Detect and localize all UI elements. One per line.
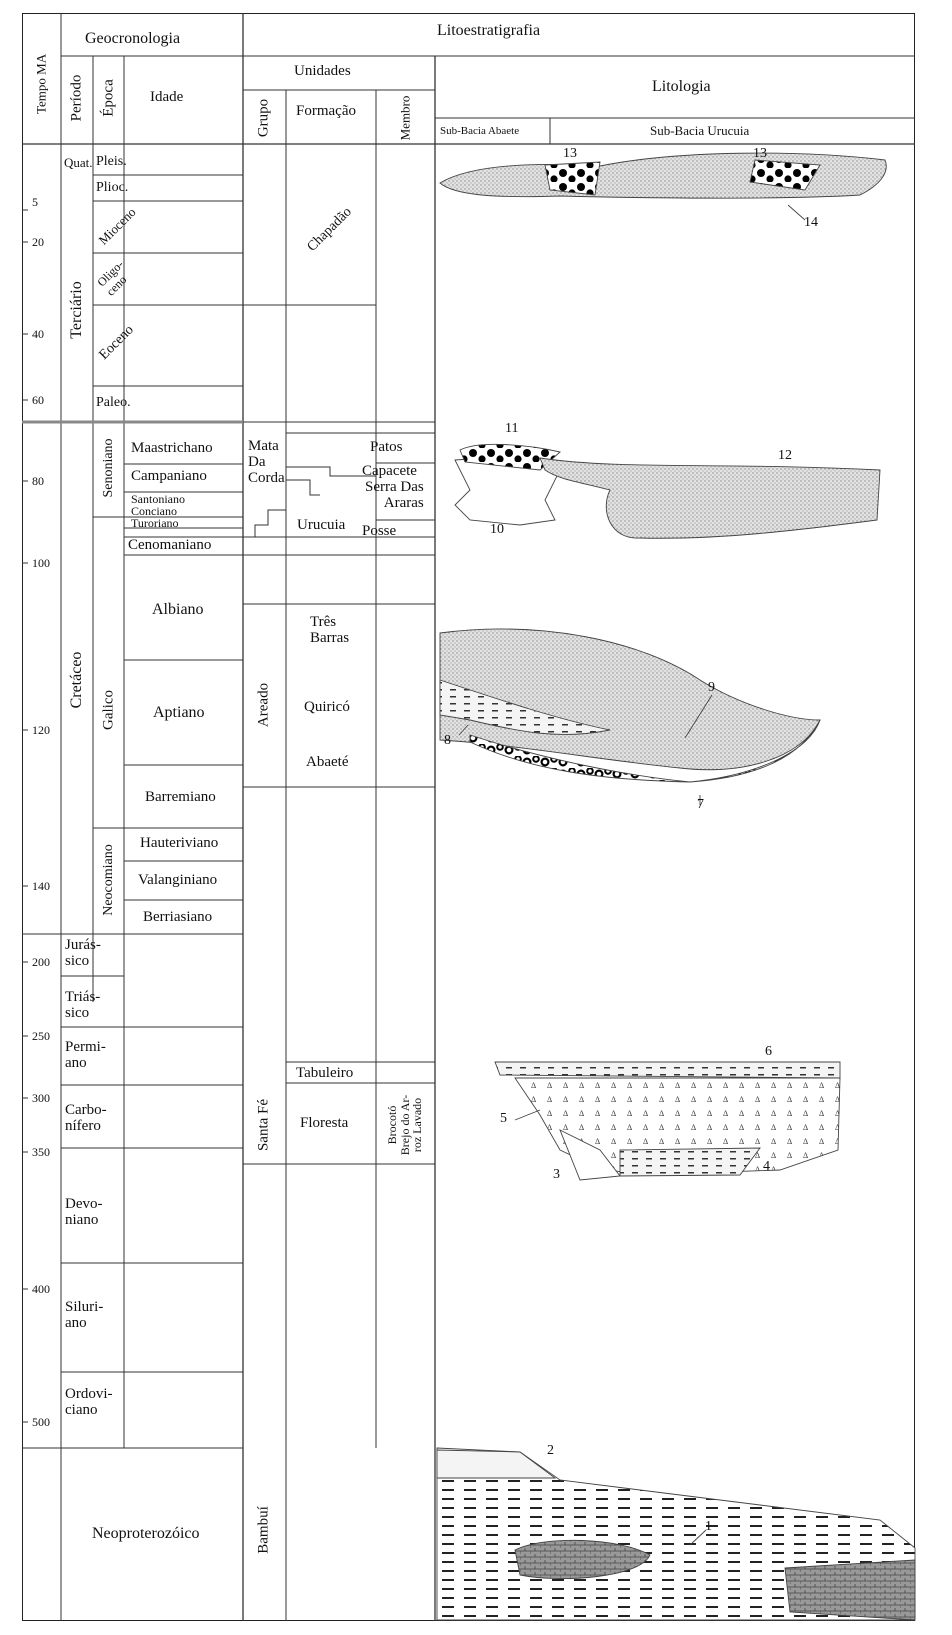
unit-santa-fe: Santa Fé <box>255 1098 272 1152</box>
sub-bacia-urucuia: Sub-Bacia Urucuia <box>650 123 750 138</box>
epoca-header: Época <box>100 79 117 117</box>
age-maastrichano: Maastrichano <box>131 440 213 456</box>
unidades-header: Unidades <box>294 63 351 79</box>
period-neoproterozoico: Neoproterozóico <box>92 1525 200 1542</box>
sub-bacia-abaete: Sub-Bacia Abaete <box>440 125 520 137</box>
age-barremiano: Barremiano <box>145 789 216 805</box>
lith-label-9: 9 <box>708 680 715 695</box>
age-valanginiano: Valanginiano <box>138 872 218 888</box>
unit-areado: Areado <box>255 682 272 728</box>
idade-header: Idade <box>150 89 184 105</box>
age-aptiano: Aptiano <box>153 704 205 721</box>
tick-60: 60 <box>32 393 44 407</box>
unit-tres-barras: Três Barras <box>310 614 350 646</box>
age-berriasiano: Berriasiano <box>143 909 213 925</box>
lith-label-10: 10 <box>490 522 504 537</box>
lith-label-8: 8 <box>444 733 451 748</box>
lith-label-6: 6 <box>765 1044 772 1059</box>
tick-140: 140 <box>32 879 50 893</box>
lith-label-11: 11 <box>505 421 519 436</box>
lith-label-1: 1 <box>705 1519 712 1534</box>
unit-patos: Patos <box>370 439 403 455</box>
membro-header: Membro <box>397 95 413 141</box>
epoch-paleo: Paleo. <box>96 395 131 410</box>
epoch-galico: Galico <box>100 690 117 730</box>
tick-100: 100 <box>32 556 50 570</box>
tick-250: 250 <box>32 1029 50 1043</box>
age-santoniano: Santoniano <box>131 492 185 506</box>
lithology-drawings <box>436 152 916 1621</box>
chart-frame <box>22 13 915 1621</box>
age-turoriano: Turoriano <box>131 516 179 530</box>
unit-posse: Posse <box>362 523 397 539</box>
epoch-senoniano: Senoniano <box>101 438 116 498</box>
tick-200: 200 <box>32 955 50 969</box>
tick-20: 20 <box>32 235 44 249</box>
tick-80: 80 <box>32 474 44 488</box>
lith-label-3: 3 <box>553 1167 560 1182</box>
unit-serra-das-araras: Serra Das Araras <box>365 479 424 511</box>
period-triassico: Triás- sico <box>65 989 101 1021</box>
age-conciano: Conciano <box>131 504 177 518</box>
formacao-header: Formação <box>296 103 356 119</box>
geocronologia-header: Geocronologia <box>85 30 181 47</box>
epoch-pleis: Pleis. <box>96 154 127 169</box>
age-hauteriviano: Hauteriviano <box>140 835 219 851</box>
unit-capacete: Capacete <box>362 463 417 479</box>
lith-label-5: 5 <box>500 1111 507 1126</box>
period-siluriano: Siluri- ano <box>65 1299 104 1331</box>
lith-label-2: 2 <box>547 1443 554 1458</box>
periodo-header: Período <box>68 74 85 122</box>
unit-tabuleiro: Tabuleiro <box>296 1065 354 1081</box>
tempo-header: Tempo MA <box>33 53 49 114</box>
period-terciario: Terciário <box>68 281 85 339</box>
tick-120: 120 <box>32 723 50 737</box>
age-campaniano: Campaniano <box>131 468 207 484</box>
tick-5: 5 <box>32 195 38 209</box>
lith-label-14: 14 <box>804 215 818 230</box>
period-carbonifero: Carbo- nífero <box>65 1102 107 1134</box>
lith-label-4: 4 <box>763 1159 770 1174</box>
tick-350: 350 <box>32 1145 50 1159</box>
unit-mata-da-corda: Mata Da Corda <box>248 438 285 486</box>
unit-bambui: Bambuí <box>255 1506 272 1554</box>
period-quat: Quat. <box>64 155 93 170</box>
grupo-header: Grupo <box>255 98 272 138</box>
period-ordoviciano: Ordovi- ciano <box>65 1386 113 1418</box>
period-permiano: Permi- ano <box>65 1039 106 1071</box>
tick-40: 40 <box>32 327 44 341</box>
age-cenomaniano: Cenomaniano <box>128 537 212 553</box>
epoch-plioc: Plioc. <box>96 180 129 195</box>
unit-urucuia: Urucuia <box>297 517 346 533</box>
period-cretaceo: Cretáceo <box>68 651 85 709</box>
unit-floresta: Floresta <box>300 1115 349 1131</box>
litologia-header: Litologia <box>652 78 711 95</box>
unit-brocoto: Brocotó Brejo do Ar- roz Lavado <box>385 1094 425 1156</box>
lith-label-12: 12 <box>778 448 792 463</box>
tick-300: 300 <box>32 1091 50 1105</box>
litoestratigrafia-header: Litoestratigrafia <box>437 22 541 39</box>
period-devoniano: Devo- niano <box>65 1196 103 1228</box>
tick-400: 400 <box>32 1282 50 1296</box>
lith-label-7: 7 <box>697 797 704 812</box>
unit-quirico: Quiricó <box>304 699 350 715</box>
epoch-neocomiano: Neocomiano <box>101 844 116 916</box>
age-albiano: Albiano <box>152 601 204 618</box>
tick-500: 500 <box>32 1415 50 1429</box>
unit-abaete: Abaeté <box>306 754 349 770</box>
lith-label-13b: 13 <box>753 146 767 161</box>
lith-label-13a: 13 <box>563 146 577 161</box>
period-jurassico: Jurás- sico <box>65 937 101 969</box>
